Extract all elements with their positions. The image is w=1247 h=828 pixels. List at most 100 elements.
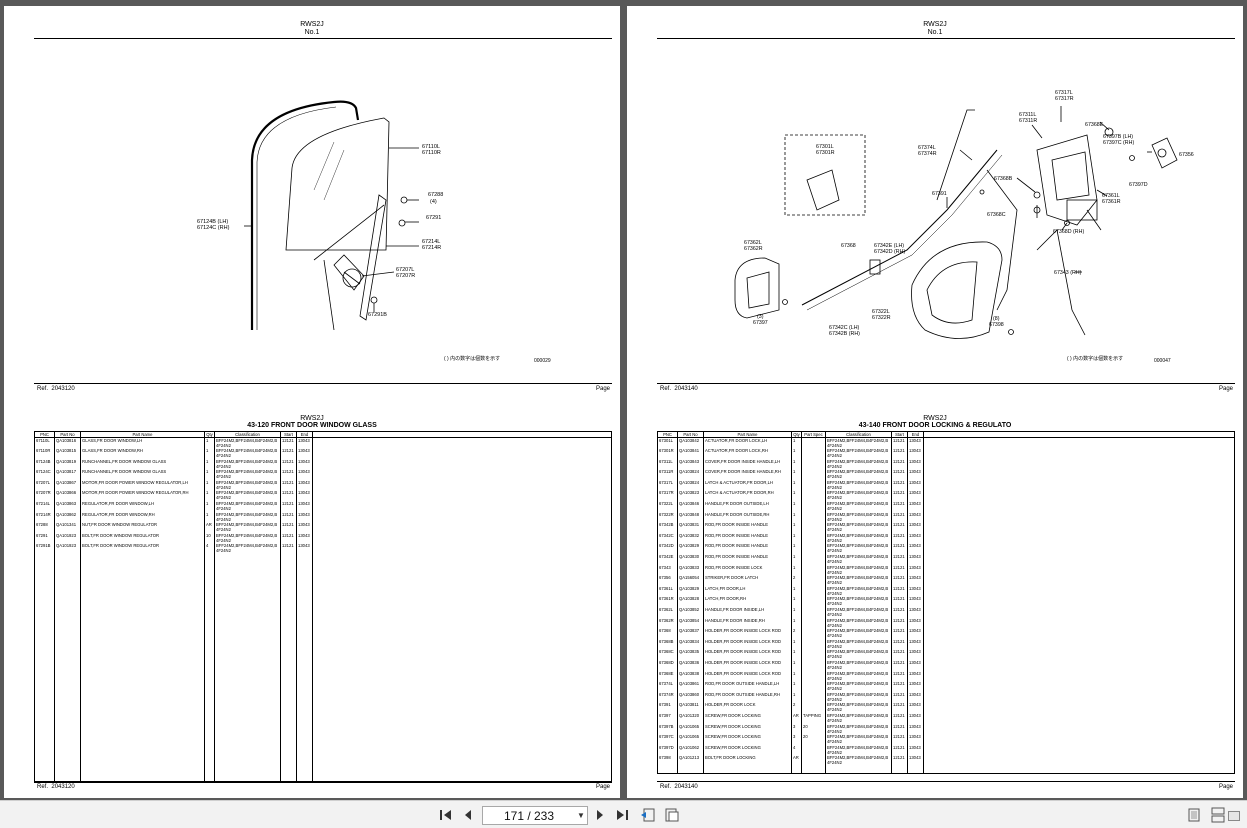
table-cell: 12121 [280,458,297,470]
go-forward-icon[interactable] [664,807,680,823]
table-cell: BFF24M2,BFF24M4,B4F24M2,B4F24N2 [825,479,892,491]
table-cell: 13043 [296,543,313,555]
quantity-note: ( ) 内の数字は個数を示す [444,355,500,362]
table-cell: 67397 [657,712,678,724]
table-cell: 1 [204,458,215,470]
table-cell: 13043 [907,448,924,459]
callout-label: (4) [430,199,437,205]
table-cell: 67322L [657,501,678,512]
table-cell: QA103852 [677,607,704,618]
table-cell: 1 [791,437,802,449]
table-cell: 1 [791,649,802,660]
table-cell: REGULATOR,FR DOOR WINDOW,LH [80,501,205,512]
table-cell: 12121 [891,469,908,480]
table-cell: QA103829 [677,543,704,555]
table-cell: 67311R [657,469,678,480]
table-cell-blank [312,458,612,470]
table-cell-blank [923,755,1235,766]
table-cell-blank [312,543,612,555]
table-cell-blank [923,723,1235,735]
last-page-icon[interactable] [614,807,630,823]
table-cell: 2 [791,575,802,586]
table-cell: 67361R [657,596,678,607]
table-cell: HOLDER,FR DOOR INSIDE LOCK ROD [703,628,792,639]
callout-label: 67397C (RH) [1103,140,1134,146]
table-cell: 13043 [907,638,924,650]
table-cell: SCREW,FR DOOR LOCKING [703,712,792,724]
table-cell: BFF24M2,BFF24M4,B4F24M2,B4F24N2 [825,744,892,756]
table-cell: 13043 [296,511,313,523]
table-cell: BFF24M2,BFF24M4,B4F24M2,B4F24N2 [825,554,892,565]
table-cell: QA103833 [677,564,704,576]
callout-label: 67317L [1055,90,1073,96]
table-cell: BFF24M2,BFF24M4,B4F24M2,B4F24N2 [214,522,281,533]
table-cell-blank [677,765,704,775]
table-cell: HANDLE,FR DOOR OUTSIDE,RH [703,511,792,523]
table-cell: 67368 [657,628,678,639]
prev-page-icon[interactable] [460,807,476,823]
page-model: RWS2J [300,415,324,422]
table-cell [801,681,826,692]
table-cell: QA101341 [54,522,81,533]
table-cell: ROD,FR DOOR INSIDE HANDLE [703,543,792,555]
table-cell [801,479,826,491]
table-cell: COVER,FR DOOR INSIDE HANDLE,LH [703,458,792,470]
table-cell: 13043 [296,479,313,491]
table-cell-blank [923,501,1235,512]
table-cell: 1 [791,511,802,523]
scroll-mode-indicator[interactable] [1228,811,1240,821]
callout-label: 67124C (RH) [197,225,230,231]
document-viewport[interactable]: RWS2J No.1 [0,0,1247,800]
table-cell: QA103823 [677,490,704,502]
table-cell: 12121 [891,554,908,565]
table-cell: 13043 [907,628,924,639]
table-cell: 67397B [657,723,678,735]
table-cell: 67317L [657,479,678,491]
table-cell: 4 [204,543,215,555]
table-cell: AR [204,522,215,533]
continuous-page-icon[interactable] [1210,807,1226,823]
go-back-icon[interactable] [640,807,656,823]
table-cell: 1 [791,681,802,692]
table-cell: QA103867 [54,479,81,491]
table-cell-blank [923,681,1235,692]
table-cell: QA103861 [677,681,704,692]
page-number-select[interactable]: 171 / 233 ▼ [482,806,588,825]
table-cell-blank [923,437,1235,449]
table-cell: BOLT,FR DOOR WINDOW REGULATOR [80,532,205,544]
callout-label: 67311R [1019,118,1037,124]
table-cell: 12121 [891,532,908,544]
table-cell-blank [801,765,826,775]
table-cell: 12121 [891,670,908,682]
table-cell: 13043 [907,501,924,512]
next-page-icon[interactable] [592,807,608,823]
table-cell: BFF24M2,BFF24M4,B4F24M2,B4F24N2 [825,585,892,597]
callout-label: 67356 [1179,152,1194,158]
table-cell: 13043 [907,649,924,660]
table-cell: HOLDER,FR DOOR INSIDE LOCK ROD [703,659,792,671]
single-page-icon[interactable] [1186,807,1202,823]
page-model: RWS2J [923,415,947,422]
table-cell [801,437,826,449]
table-cell: 13043 [296,522,313,533]
table-cell: 1 [791,670,802,682]
table-cell: 12121 [891,638,908,650]
table-cell: 67110R [34,448,55,459]
table-cell-blank [907,765,924,775]
first-page-icon[interactable] [438,807,454,823]
table-cell [801,596,826,607]
table-cell: 67342D [657,543,678,555]
table-cell: HOLDER,FR DOOR INSIDE LOCK ROD [703,670,792,682]
table-cell: HOLDER,FR DOOR INSIDE LOCK ROD [703,649,792,660]
table-cell: BFF24M2,BFF24M4,B4F24M2,B4F24N2 [825,575,892,586]
table-cell [801,469,826,480]
table-cell: 67342B [657,522,678,533]
